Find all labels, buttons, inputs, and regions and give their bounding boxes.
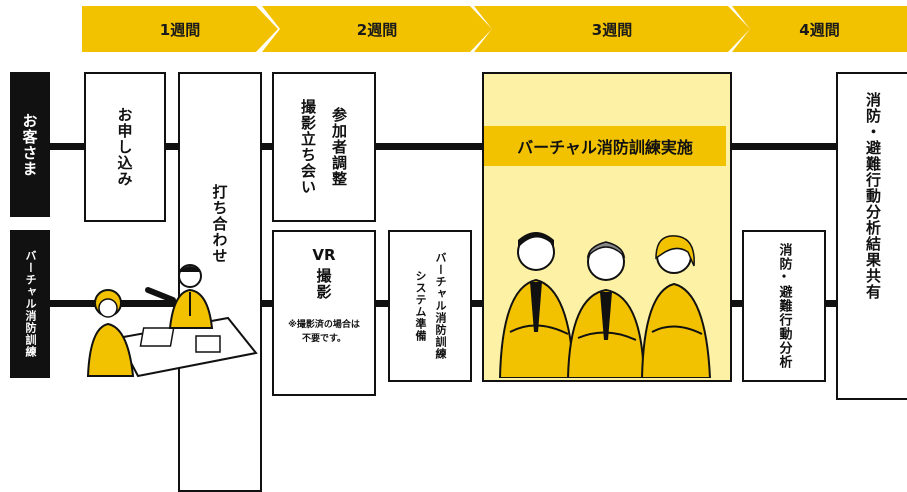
week-2-label: 2週間	[356, 20, 398, 39]
step-analysis: 消防 ・ 避難行動分析	[742, 230, 826, 382]
step-results-line2: ・	[865, 123, 881, 141]
week-1-chevron: 1週間	[82, 6, 278, 52]
lane-label-customer-text: お客さま	[20, 112, 39, 177]
step-shoot-attend-line1: 撮影立ち会い	[299, 99, 317, 195]
step-apply: お申し込み	[84, 72, 166, 222]
step-vr-shoot-note: ※撮影済の場合は不要です。	[288, 320, 360, 344]
step-analysis-line3: 避難行動分析	[776, 285, 792, 369]
step-results-sharing: 消防 ・ 避難行動分析結果共有	[836, 72, 907, 400]
step-shoot-attend: 撮影立ち会い 参加者調整	[272, 72, 376, 222]
lane-label-customer: お客さま	[10, 72, 50, 217]
business-people-illustration	[498, 232, 712, 378]
step-shoot-attend-line2: 参加者調整	[330, 107, 348, 187]
week-3-chevron: 3週間	[474, 6, 750, 52]
step-system-prep-line2: システム準備	[414, 270, 427, 342]
step-system-prep-line1: バーチャル消防訓練	[434, 252, 447, 360]
week-4-label: 4週間	[799, 20, 840, 39]
step-system-prep: バーチャル消防訓練 システム準備	[388, 230, 472, 382]
customer-lane-line	[48, 143, 848, 150]
week-2-chevron: 2週間	[262, 6, 492, 52]
week-4-chevron: 4週間	[732, 6, 907, 52]
step-apply-text: お申し込み	[115, 107, 134, 187]
step-analysis-line1: 消防	[776, 243, 792, 271]
implementation-banner-text: バーチャル消防訓練実施	[517, 138, 693, 157]
step-vr-shoot: VR 撮影 ※撮影済の場合は不要です。	[272, 230, 376, 396]
step-results-line1: 消防	[864, 92, 882, 124]
step-vr-shoot-line2: 撮影	[314, 268, 333, 300]
step-results-line3: 避難行動分析結果共有	[864, 140, 882, 300]
week-3-label: 3週間	[591, 20, 633, 39]
lane-label-virtual-training: バーチャル消防訓練	[10, 230, 50, 378]
step-vr-shoot-line1: VR	[312, 246, 336, 264]
week-1-label: 1週間	[159, 20, 201, 39]
implementation-banner: バーチャル消防訓練実施	[484, 126, 726, 166]
step-analysis-line2: ・	[777, 270, 791, 285]
lane-label-virtual-training-text: バーチャル消防訓練	[24, 250, 37, 358]
step-meeting-text: 打ち合わせ	[210, 184, 229, 264]
meeting-illustration	[86, 264, 258, 378]
